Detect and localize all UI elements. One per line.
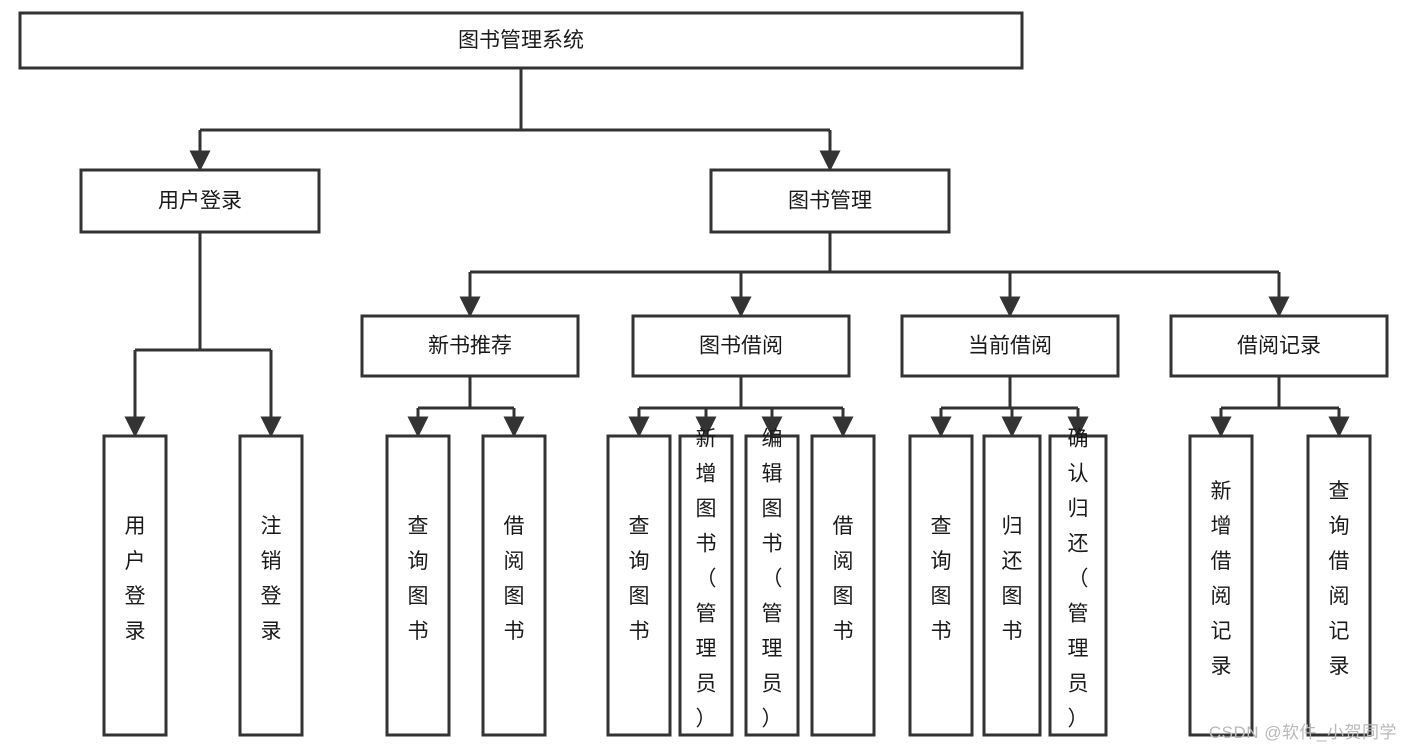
node-label-leaf-query-book-borrow: 查询图书 (629, 515, 650, 643)
node-box-leaf-add-record[interactable] (1188, 434, 1254, 737)
nodes-layer: 图书管理系统用户登录图书管理新书推荐图书借阅当前借阅借阅记录用户登录注销登录查询… (18, 11, 1389, 737)
node-box-book-borrow[interactable] (631, 314, 851, 378)
node-box-leaf-query-book-cur[interactable] (908, 434, 974, 737)
node-box-book-manage[interactable] (709, 168, 951, 234)
node-leaf-query-book-borrow[interactable]: 查询图书 (606, 434, 672, 737)
node-label-leaf-confirm-return: 确认归还（管理员） (1068, 428, 1089, 731)
node-label-leaf-query-record: 查询借阅记录 (1329, 480, 1350, 678)
node-label-leaf-add-record: 新增借阅记录 (1211, 480, 1232, 678)
node-box-root[interactable] (18, 11, 1024, 70)
connectors-layer (124, 68, 1350, 438)
node-leaf-confirm-return[interactable]: 确认归还（管理员） (1048, 428, 1108, 737)
node-box-leaf-return-book[interactable] (982, 434, 1042, 737)
node-label-borrow-record: 借阅记录 (1237, 335, 1321, 358)
node-box-leaf-user-login[interactable] (102, 434, 168, 737)
node-label-leaf-logout: 注销登录 (261, 515, 282, 643)
node-leaf-query-record[interactable]: 查询借阅记录 (1306, 434, 1372, 737)
node-label-book-borrow: 图书借阅 (699, 335, 783, 358)
node-box-user-login[interactable] (79, 168, 321, 234)
node-box-leaf-query-record[interactable] (1306, 434, 1372, 737)
node-box-leaf-borrow-book-rec[interactable] (481, 434, 547, 737)
node-box-leaf-borrow-book[interactable] (810, 434, 876, 737)
node-leaf-query-book-rec[interactable]: 查询图书 (385, 434, 451, 737)
node-label-leaf-return-book: 归还图书 (1002, 515, 1023, 643)
node-leaf-logout[interactable]: 注销登录 (238, 434, 304, 737)
node-box-leaf-query-book-borrow[interactable] (606, 434, 672, 737)
node-label-leaf-edit-book: 编辑图书（管理员） (762, 428, 783, 731)
node-leaf-user-login[interactable]: 用户登录 (102, 434, 168, 737)
node-box-leaf-logout[interactable] (238, 434, 304, 737)
node-box-new-book-rec[interactable] (360, 314, 580, 378)
node-box-current-borrow[interactable] (900, 314, 1120, 378)
node-book-borrow[interactable]: 图书借阅 (631, 314, 851, 378)
node-label-leaf-query-book-rec: 查询图书 (408, 515, 429, 643)
node-label-leaf-borrow-book-rec: 借阅图书 (504, 515, 525, 643)
csdn-watermark: CSDN @软件_小贺同学 (1208, 723, 1397, 742)
node-label-book-manage: 图书管理 (788, 190, 872, 213)
node-leaf-add-book[interactable]: 新增图书（管理员） (678, 428, 734, 737)
node-leaf-edit-book[interactable]: 编辑图书（管理员） (744, 428, 800, 737)
node-label-leaf-query-book-cur: 查询图书 (931, 515, 952, 643)
node-box-leaf-edit-book[interactable] (744, 434, 800, 737)
node-leaf-add-record[interactable]: 新增借阅记录 (1188, 434, 1254, 737)
node-label-new-book-rec: 新书推荐 (428, 335, 512, 358)
node-leaf-borrow-book[interactable]: 借阅图书 (810, 434, 876, 737)
node-label-current-borrow: 当前借阅 (968, 335, 1052, 358)
node-box-leaf-query-book-rec[interactable] (385, 434, 451, 737)
node-book-manage[interactable]: 图书管理 (709, 168, 951, 234)
node-leaf-query-book-cur[interactable]: 查询图书 (908, 434, 974, 737)
node-box-borrow-record[interactable] (1169, 314, 1389, 378)
node-label-leaf-borrow-book: 借阅图书 (833, 515, 854, 643)
node-box-leaf-add-book[interactable] (678, 434, 734, 737)
node-user-login[interactable]: 用户登录 (79, 168, 321, 234)
node-new-book-rec[interactable]: 新书推荐 (360, 314, 580, 378)
node-leaf-return-book[interactable]: 归还图书 (982, 434, 1042, 737)
node-current-borrow[interactable]: 当前借阅 (900, 314, 1120, 378)
node-root[interactable]: 图书管理系统 (18, 11, 1024, 70)
node-box-leaf-confirm-return[interactable] (1048, 434, 1108, 737)
node-borrow-record[interactable]: 借阅记录 (1169, 314, 1389, 378)
node-label-user-login: 用户登录 (158, 190, 242, 213)
node-leaf-borrow-book-rec[interactable]: 借阅图书 (481, 434, 547, 737)
node-label-leaf-add-book: 新增图书（管理员） (696, 428, 717, 731)
node-label-root: 图书管理系统 (458, 29, 584, 52)
node-label-leaf-user-login: 用户登录 (125, 515, 146, 643)
